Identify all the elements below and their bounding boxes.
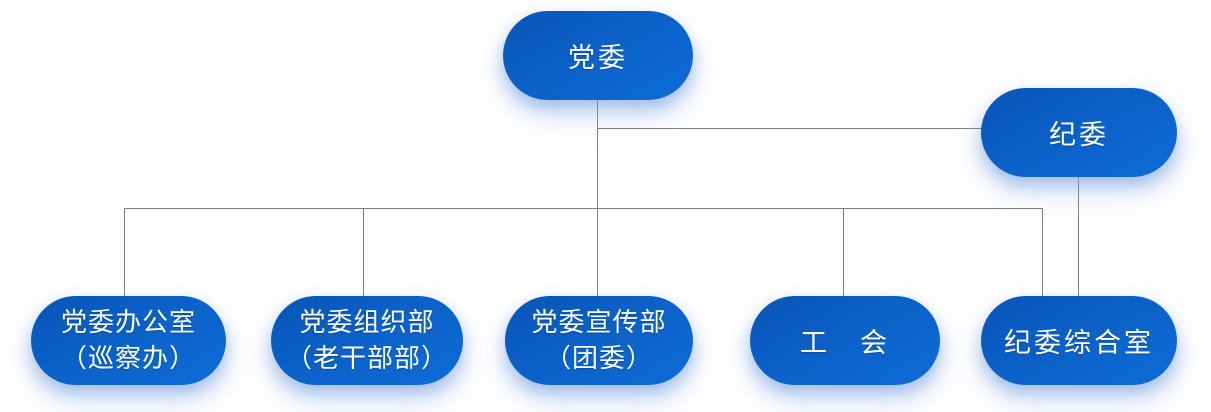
org-node-dangwei: 党委 xyxy=(503,11,693,100)
connector-drop-gonghui xyxy=(843,208,844,296)
connector-drop-zuzhibu xyxy=(363,208,364,296)
connector-branch-horizontal xyxy=(124,208,1043,209)
org-node-xuanchuanbu: 党委宣传部 （团委） xyxy=(505,296,693,385)
org-node-label: 党委组织部 xyxy=(299,307,435,337)
org-node-gonghui: 工 会 xyxy=(750,296,940,385)
org-node-label: 纪委综合室 xyxy=(1004,328,1154,358)
org-node-label: 工 会 xyxy=(800,328,890,358)
connector-dangwei-to-jiwei xyxy=(597,128,982,129)
connector-drop-bangongshi xyxy=(124,208,125,296)
org-node-label: 党委 xyxy=(568,43,628,73)
org-node-sublabel: （老干部部） xyxy=(285,343,448,373)
connector-dangwei-vertical xyxy=(597,100,598,296)
org-node-sublabel: （团委） xyxy=(544,343,653,373)
org-node-zuzhibu: 党委组织部 （老干部部） xyxy=(271,296,463,385)
org-node-label: 党委宣传部 xyxy=(531,307,667,337)
connector-drop-zongheshi xyxy=(1042,208,1043,296)
org-node-bangongshi: 党委办公室 （巡察办） xyxy=(31,296,226,385)
org-node-zongheshi: 纪委综合室 xyxy=(981,296,1177,385)
org-node-label: 纪委 xyxy=(1049,120,1109,150)
org-node-sublabel: （巡察办） xyxy=(60,343,196,373)
connector-jiwei-vertical xyxy=(1078,177,1079,296)
org-node-jiwei: 纪委 xyxy=(981,88,1177,177)
org-node-label: 党委办公室 xyxy=(60,307,196,337)
